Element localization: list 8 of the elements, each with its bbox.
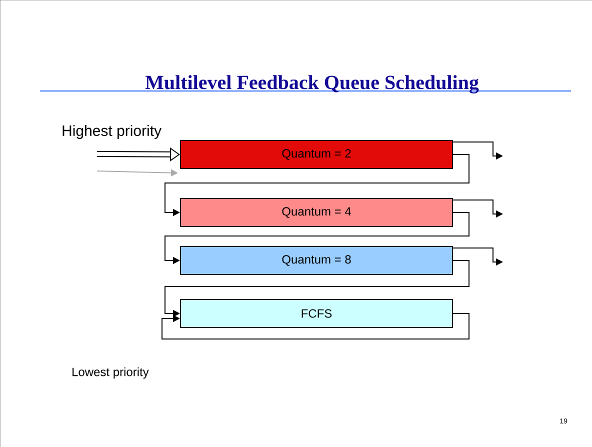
queue-box: FCFS: [180, 298, 453, 328]
queue-box: Quantum = 4: [180, 198, 453, 227]
title: Multilevel Feedback Queue Scheduling: [145, 75, 479, 94]
label: Lowest priority: [72, 367, 149, 379]
label: Highest priority: [62, 125, 162, 139]
feedback-loop: [162, 313, 470, 340]
queue-box: Quantum = 8: [180, 246, 453, 275]
queue-box: Quantum = 2: [180, 140, 453, 169]
